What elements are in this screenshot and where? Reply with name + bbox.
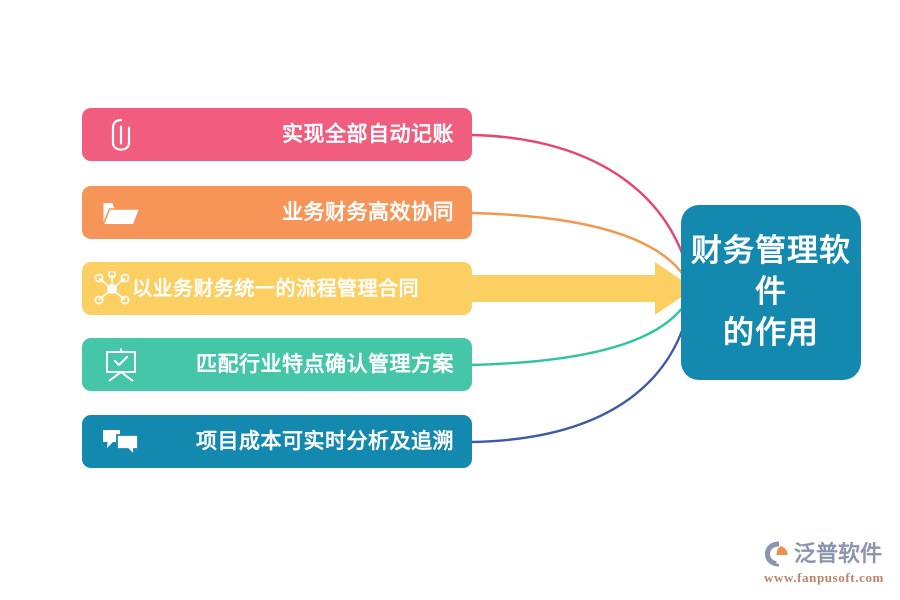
feature-bar-3[interactable]: 以业务财务统一的流程管理合同 [82,262,472,315]
feature-bar-1[interactable]: 实现全部自动记账 [82,108,472,161]
feature-bar-4[interactable]: 匹配行业特点确认管理方案 [82,338,472,391]
feature-bar-2[interactable]: 业务财务高效协同 [82,186,472,239]
paperclip-icon [94,118,148,152]
fanpu-logo-mark-icon [762,540,792,568]
brand-url: www.fanpusoft.com [764,570,884,585]
result-box-label: 财务管理软件 的作用 [691,233,851,350]
chat-bubbles-icon [94,427,148,457]
feature-bar-1-label: 实现全部自动记账 [282,123,454,146]
feature-bar-5-label: 项目成本可实时分析及追溯 [196,430,454,453]
result-box[interactable]: 财务管理软件 的作用 [681,205,861,380]
brand-name: 泛普软件 [794,541,883,566]
network-nodes-icon [90,270,134,307]
connector-curve-5 [469,291,694,444]
presentation-board-icon [94,348,148,382]
feature-bar-3-label: 以业务财务统一的流程管理合同 [132,277,419,300]
folder-icon [94,198,148,228]
feature-bar-2-label: 业务财务高效协同 [282,201,454,224]
brand-logo-row: 泛普软件 [762,540,892,568]
feature-bar-5[interactable]: 项目成本可实时分析及追溯 [82,415,472,468]
brand-logo: 泛普软件 www.fanpusoft.com [762,540,892,588]
feature-bar-4-label: 匹配行业特点确认管理方案 [196,353,454,376]
main-flow-arrow [470,262,694,315]
